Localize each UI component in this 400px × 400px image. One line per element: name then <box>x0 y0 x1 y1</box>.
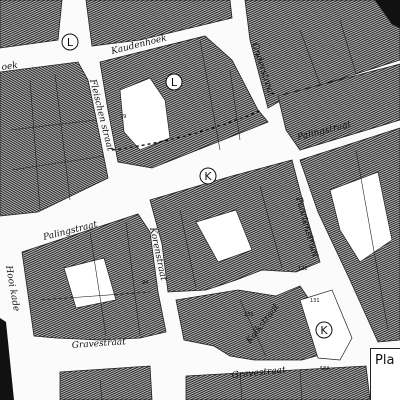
marker-circle <box>315 321 333 339</box>
district-marker-center-top: L <box>165 73 183 91</box>
lot-number-58a: 58A <box>320 366 330 372</box>
district-boundary <box>111 109 263 151</box>
dark-corner-top-right <box>375 0 400 30</box>
block-north-east <box>244 0 400 109</box>
block-south-center <box>175 285 331 361</box>
courtyard-east <box>329 171 393 263</box>
lot-number-135: 135 <box>244 312 254 318</box>
marker-circle <box>165 73 183 91</box>
block-east-upper <box>277 63 400 151</box>
lot-number-94: 94 <box>142 280 148 286</box>
block-west-upper <box>0 61 109 217</box>
street-gravestraat-west: Gravestraat <box>72 337 127 351</box>
district-marker-center: K <box>199 167 217 185</box>
block-north-center <box>85 0 233 47</box>
block-bottom-left <box>59 365 153 400</box>
marker-letter: L <box>67 36 74 49</box>
courtyard-center <box>119 77 171 151</box>
dark-corner-bottom-left <box>0 318 14 400</box>
marker-letter: K <box>204 170 212 183</box>
street-fragment-hoek: oek <box>1 61 18 73</box>
marker-circle <box>61 33 79 51</box>
block-bottom-right <box>185 365 371 400</box>
marker-circle <box>199 167 217 185</box>
courtyard-k <box>195 209 253 263</box>
legend-title: Pla <box>375 353 395 368</box>
marker-letter: K <box>320 324 328 337</box>
lot-number-79: 79 <box>120 114 126 120</box>
legend-panel: Pla <box>370 348 400 400</box>
district-marker-top-left: L <box>61 33 79 51</box>
marker-letter: L <box>171 76 178 89</box>
lot-number-131: 131 <box>310 298 320 304</box>
district-marker-bottom-right: K <box>315 321 333 339</box>
block-top-left-strip <box>0 0 63 49</box>
parcel-lines <box>9 19 389 400</box>
lot-number-132: 132 <box>298 266 308 272</box>
